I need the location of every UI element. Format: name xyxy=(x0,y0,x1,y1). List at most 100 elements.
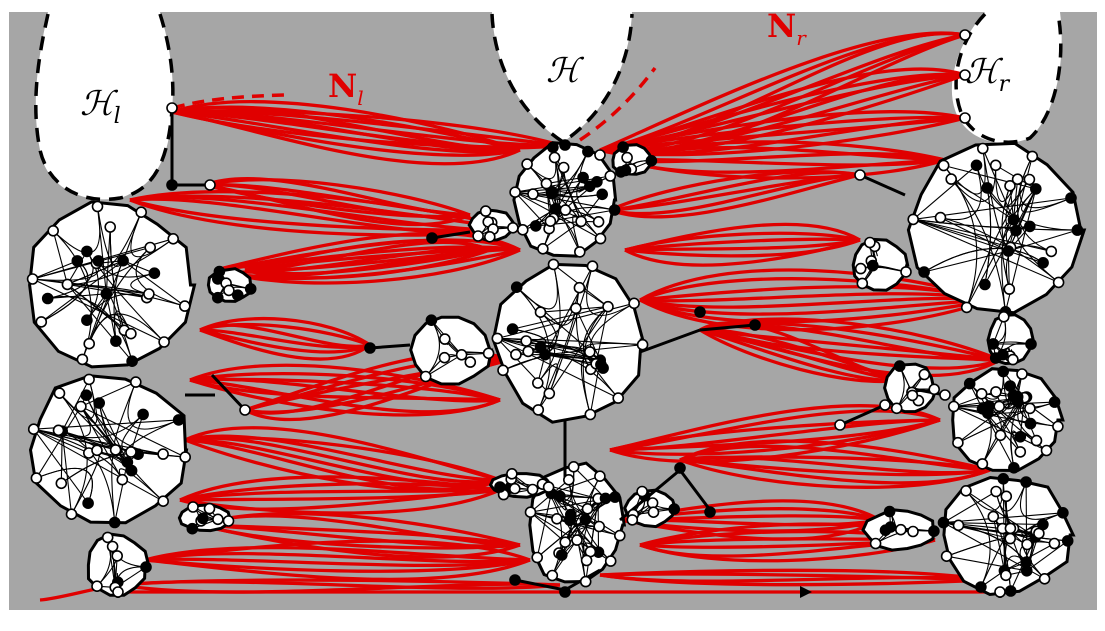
node-filled xyxy=(976,582,986,592)
node-filled xyxy=(965,379,975,389)
node-open xyxy=(224,516,234,526)
node-open xyxy=(111,445,121,455)
node-open xyxy=(159,337,169,347)
node-open xyxy=(1046,246,1056,256)
node-filled xyxy=(1022,566,1032,576)
node-filled xyxy=(548,142,558,152)
node-filled xyxy=(646,156,656,166)
node-open xyxy=(545,216,555,226)
node-open xyxy=(585,347,595,357)
node-filled xyxy=(885,507,895,517)
node-open xyxy=(572,535,582,545)
node-open xyxy=(585,410,595,420)
node-filled xyxy=(43,294,53,304)
node-filled xyxy=(1025,221,1035,231)
node-open xyxy=(1008,355,1018,365)
node-filled xyxy=(531,221,541,231)
node-filled xyxy=(138,409,148,419)
node-open xyxy=(988,512,998,522)
node-open xyxy=(31,473,41,483)
node-open xyxy=(961,486,971,496)
node-open xyxy=(856,264,866,274)
node-open xyxy=(857,278,867,288)
node-open xyxy=(550,153,560,163)
node-open xyxy=(538,244,548,254)
node-filled xyxy=(1006,586,1016,596)
node-filled xyxy=(750,320,760,330)
node-filled xyxy=(1026,339,1036,349)
node-filled xyxy=(695,307,705,317)
node-open xyxy=(954,520,964,530)
node-filled xyxy=(1021,477,1031,487)
node-open xyxy=(936,213,946,223)
node-open xyxy=(205,180,215,190)
node-filled xyxy=(675,463,685,473)
node-open xyxy=(595,471,605,481)
node-filled xyxy=(1038,520,1048,530)
node-filled xyxy=(939,518,949,528)
node-filled xyxy=(618,142,628,152)
node-open xyxy=(896,525,906,535)
node-open xyxy=(440,353,450,363)
node-open xyxy=(946,174,956,184)
node-open xyxy=(510,484,520,494)
node-filled xyxy=(560,140,570,150)
node-filled xyxy=(585,181,595,191)
node-filled xyxy=(187,524,197,534)
node-open xyxy=(523,346,533,356)
node-open xyxy=(1040,574,1050,584)
node-open xyxy=(978,144,988,154)
node-open xyxy=(56,478,66,488)
node-filled xyxy=(547,189,557,199)
node-open xyxy=(908,214,918,224)
node-filled xyxy=(998,367,1008,377)
node-open xyxy=(638,340,648,350)
node-open xyxy=(953,438,963,448)
node-filled xyxy=(1038,258,1048,268)
node-open xyxy=(518,225,528,235)
node-open xyxy=(627,515,637,525)
node-open xyxy=(594,217,604,227)
node-open xyxy=(541,179,551,189)
node-filled xyxy=(1003,246,1013,256)
node-filled xyxy=(551,204,561,214)
node-open xyxy=(67,509,77,519)
node-open xyxy=(492,333,502,343)
node-filled xyxy=(610,205,620,215)
node-filled xyxy=(610,492,620,502)
node-filled xyxy=(198,513,208,523)
node-filled xyxy=(991,353,1001,363)
node-open xyxy=(835,420,845,430)
node-open xyxy=(528,485,538,495)
node-open xyxy=(575,247,585,257)
node-open xyxy=(613,393,623,403)
node-filled xyxy=(72,256,82,266)
node-open xyxy=(901,267,911,277)
node-open xyxy=(919,370,929,380)
node-filled xyxy=(988,339,998,349)
node-open xyxy=(940,390,950,400)
node-open xyxy=(498,365,508,375)
node-open xyxy=(29,424,39,434)
node-open xyxy=(1053,422,1063,432)
node-open xyxy=(92,581,102,591)
node-filled xyxy=(1066,193,1076,203)
node-filled xyxy=(111,336,121,346)
node-filled xyxy=(1058,508,1068,518)
node-open xyxy=(465,357,475,367)
node-filled xyxy=(1009,463,1019,473)
node-open xyxy=(855,170,865,180)
node-open xyxy=(484,348,494,358)
node-filled xyxy=(1031,184,1041,194)
node-open xyxy=(533,378,543,388)
node-open xyxy=(28,274,38,284)
node-open xyxy=(532,553,542,563)
node-open xyxy=(103,532,113,542)
node-open xyxy=(84,374,94,384)
node-open xyxy=(144,289,154,299)
node-open xyxy=(521,336,531,346)
node-open xyxy=(960,30,970,40)
node-open xyxy=(603,302,613,312)
node-open xyxy=(126,329,136,339)
